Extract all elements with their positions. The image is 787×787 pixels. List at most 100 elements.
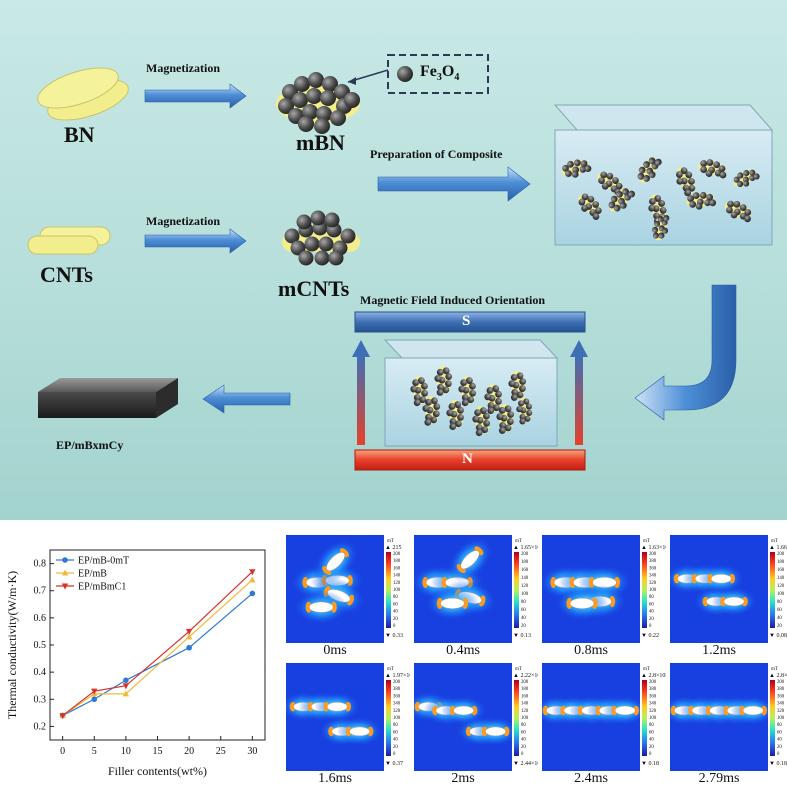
pole-hotspot xyxy=(691,573,698,584)
platelet xyxy=(309,601,334,613)
product-label: EP/mBxmCy xyxy=(56,438,124,452)
colorbar xyxy=(386,552,391,628)
pole-hotspot xyxy=(761,705,767,716)
composite-box xyxy=(553,104,774,246)
pole-hotspot xyxy=(673,573,680,584)
pole-s-bar xyxy=(354,311,586,333)
pole-hotspot xyxy=(633,705,639,716)
platelet xyxy=(326,701,348,712)
bn-label: BN xyxy=(64,122,95,147)
pole-hotspot xyxy=(462,597,468,609)
data-point xyxy=(122,690,130,697)
data-point xyxy=(59,713,66,720)
colorbar-tick: 20 xyxy=(777,745,782,750)
x-tick-label: 5 xyxy=(92,746,97,757)
colorbar-tick: 40 xyxy=(393,738,398,743)
pole-hotspot xyxy=(289,701,296,712)
preparation-arrow xyxy=(377,166,531,202)
unit-label: mT xyxy=(387,667,394,672)
x-tick-label: 20 xyxy=(184,746,194,757)
platelet xyxy=(723,596,745,607)
pole-hotspot xyxy=(611,705,618,716)
time-caption: 2ms xyxy=(451,771,475,786)
colorbar-tick: 200 xyxy=(777,680,785,685)
colorbar xyxy=(642,552,647,628)
max-label: ▲ 215 xyxy=(385,545,401,551)
colorbar-tick: 140 xyxy=(521,702,529,707)
x-tick-label: 0 xyxy=(60,746,65,757)
colorbar-tick: 160 xyxy=(393,566,401,571)
pole-hotspot xyxy=(569,576,576,589)
pole-hotspot xyxy=(328,726,335,737)
pole-hotspot xyxy=(449,705,456,716)
data-point xyxy=(91,688,98,695)
legend-label: EP/mBmC1 xyxy=(78,582,126,593)
data-point xyxy=(61,583,69,590)
colorbar-tick: 20 xyxy=(649,617,654,622)
data-point xyxy=(249,576,256,583)
pole-hotspot xyxy=(720,596,727,607)
colorbar-tick: 20 xyxy=(393,617,398,622)
colorbar-tick: 100 xyxy=(777,592,785,597)
colorbar-tick: 100 xyxy=(521,716,529,721)
schematic-panel: Magnetization BN mBN Fe3O4 Preparation o… xyxy=(0,0,787,520)
pole-hotspot xyxy=(614,576,620,589)
colorbar-tick: 120 xyxy=(521,709,529,714)
pole-hotspot xyxy=(542,705,549,716)
pole-hotspot xyxy=(688,705,695,716)
pole-hotspot xyxy=(550,576,557,589)
pole-hotspot xyxy=(432,705,439,716)
x-axis-label: Filler contents(wt%) xyxy=(108,764,207,778)
pole-hotspot xyxy=(503,726,510,737)
min-label: ▼ 0.37 xyxy=(385,761,403,767)
magnetization-arrow-2 xyxy=(144,228,247,254)
y-tick-label: 0.3 xyxy=(34,694,47,705)
y-tick-label: 0.6 xyxy=(34,613,47,624)
colorbar-tick: 0 xyxy=(393,752,396,757)
colorbar-tick: 40 xyxy=(777,738,782,743)
colorbar xyxy=(514,680,519,756)
colorbar-tick: 380 xyxy=(777,687,785,692)
colorbar-tick: 200 xyxy=(649,552,657,557)
max-label: ▲ 2.8×10³ xyxy=(641,673,666,679)
min-label: ▼ 0.33 xyxy=(385,633,403,639)
min-label: ▼ 0.18 xyxy=(641,761,659,767)
colorbar-tick: 320 xyxy=(649,581,657,586)
preparation-label: Preparation of Composite xyxy=(370,147,503,161)
pole-hotspot xyxy=(702,596,709,607)
pole-hotspot xyxy=(566,597,573,609)
pole-hotspot xyxy=(367,726,374,737)
pole-hotspot xyxy=(729,573,735,584)
colorbar-tick: 140 xyxy=(521,576,529,581)
colorbar-tick: 80 xyxy=(777,723,782,728)
orientation-label: Magnetic Field Induced Orientation xyxy=(360,293,545,307)
unit-label: mT xyxy=(643,539,650,544)
colorbar-tick: 160 xyxy=(777,568,785,573)
colorbar-tick: 60 xyxy=(393,730,398,735)
data-point xyxy=(249,590,256,597)
series-line xyxy=(62,579,253,717)
colorbar-tick: 180 xyxy=(777,560,785,565)
bn-platelets xyxy=(37,67,129,121)
colorbar-tick: 0 xyxy=(649,752,652,757)
time-caption: 2.79ms xyxy=(698,771,740,786)
colorbar-tick: 160 xyxy=(521,694,529,699)
simulation-panel: mT▲ 1.63×10³200380360340320100806040200▼… xyxy=(539,535,670,658)
pole-n-bar xyxy=(354,449,586,471)
data-point xyxy=(91,696,98,703)
colorbar-tick: 180 xyxy=(521,687,529,692)
unit-label: mT xyxy=(387,539,394,544)
colorbar-tick: 200 xyxy=(777,552,785,557)
colorbar-tick: 360 xyxy=(649,566,657,571)
time-caption: 1.2ms xyxy=(702,643,736,658)
time-caption: 2.4ms xyxy=(574,771,608,786)
time-caption: 0.4ms xyxy=(446,643,480,658)
max-label: ▲ 1.66 xyxy=(769,545,787,551)
pole-hotspot xyxy=(414,701,421,712)
colorbar-tick: 180 xyxy=(521,560,529,565)
min-label: ▼ 0.18 xyxy=(769,761,787,767)
cnts-label: CNTs xyxy=(40,262,93,287)
